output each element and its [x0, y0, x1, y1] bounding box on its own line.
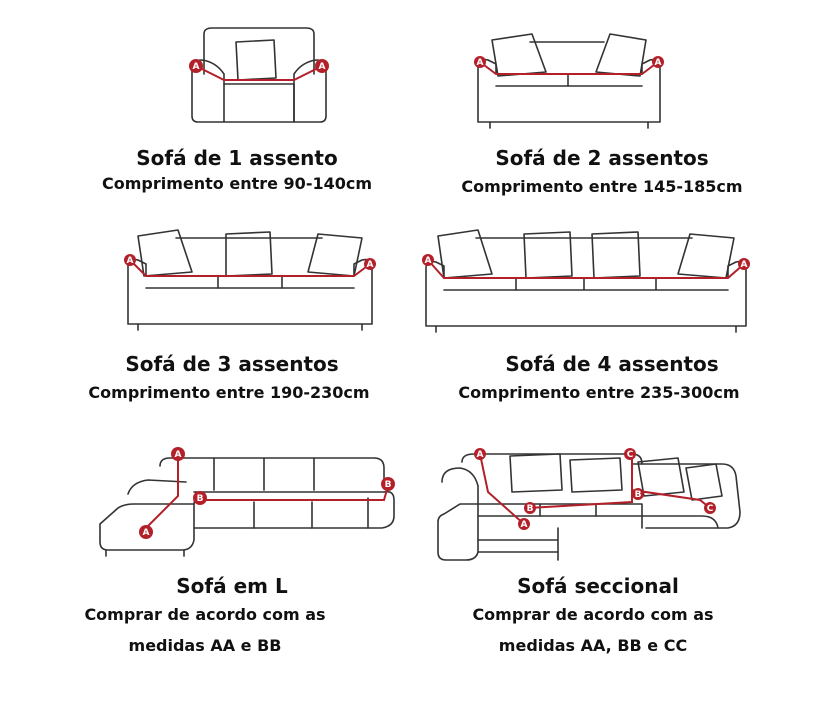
marker-a-left: A [124, 254, 136, 266]
marker-a-left: A [422, 254, 434, 266]
marker-b-right: B [381, 477, 395, 491]
sofa-l-subtitle-line1: Comprar de acordo com as [84, 605, 326, 624]
svg-text:C: C [707, 504, 714, 514]
svg-text:A: A [367, 260, 374, 270]
marker-a-right: A [315, 59, 329, 73]
sofa-2-subtitle: Comprimento entre 145-185cm [461, 177, 743, 196]
svg-text:A: A [319, 62, 326, 72]
marker-a-right: A [652, 56, 664, 68]
svg-text:B: B [197, 494, 204, 504]
marker-c-right: C [704, 502, 716, 514]
svg-text:A: A [425, 256, 432, 266]
marker-b-left: B [193, 491, 207, 505]
marker-b-right: B [632, 488, 644, 500]
marker-a-left: A [189, 59, 203, 73]
marker-a-bottom: A [139, 525, 153, 539]
marker-a-right: A [364, 258, 376, 270]
sofa-sectional-subtitle-line1: Comprar de acordo com as [472, 605, 714, 624]
svg-text:A: A [193, 62, 200, 72]
svg-text:B: B [527, 504, 534, 514]
sofa-sectional-illustration: A A B B C C [432, 442, 750, 564]
marker-b-left: B [524, 502, 536, 514]
marker-a-bottom: A [518, 518, 530, 530]
svg-text:A: A [127, 256, 134, 266]
sofa-3-subtitle: Comprimento entre 190-230cm [88, 383, 370, 402]
svg-text:A: A [741, 260, 748, 270]
svg-text:B: B [635, 490, 642, 500]
sofa-1-seat-illustration: A A [186, 22, 332, 134]
sofa-2-title: Sofá de 2 assentos [495, 146, 709, 170]
svg-text:A: A [143, 528, 150, 538]
marker-a-top: A [171, 447, 185, 461]
sofa-4-subtitle: Comprimento entre 235-300cm [458, 383, 740, 402]
sofa-l-subtitle-line2: medidas AA e BB [128, 636, 282, 655]
sofa-3-title: Sofá de 3 assentos [125, 352, 339, 376]
marker-a-left: A [474, 56, 486, 68]
svg-text:A: A [655, 58, 662, 68]
svg-text:A: A [521, 520, 528, 530]
sofa-4-title: Sofá de 4 assentos [505, 352, 719, 376]
svg-text:A: A [477, 58, 484, 68]
marker-a-top: A [474, 448, 486, 460]
sofa-1-title: Sofá de 1 assento [136, 146, 338, 170]
sofa-2-seats-illustration: A A [472, 26, 666, 130]
sofa-3-seats-illustration: A A [122, 226, 378, 334]
sofa-l-title: Sofá em L [176, 574, 288, 598]
sofa-4-seats-illustration: A A [420, 226, 752, 336]
svg-text:A: A [175, 450, 182, 460]
svg-text:A: A [477, 450, 484, 460]
sofa-1-subtitle: Comprimento entre 90-140cm [101, 174, 373, 193]
sofa-sectional-title: Sofá seccional [517, 574, 679, 598]
marker-a-right: A [738, 258, 750, 270]
sofa-sectional-subtitle-line2: medidas AA, BB e CC [498, 636, 688, 655]
marker-c-top: C [624, 448, 636, 460]
svg-text:B: B [385, 480, 392, 490]
sofa-l-shaped-illustration: A A B B [94, 442, 400, 558]
svg-text:C: C [627, 450, 634, 460]
